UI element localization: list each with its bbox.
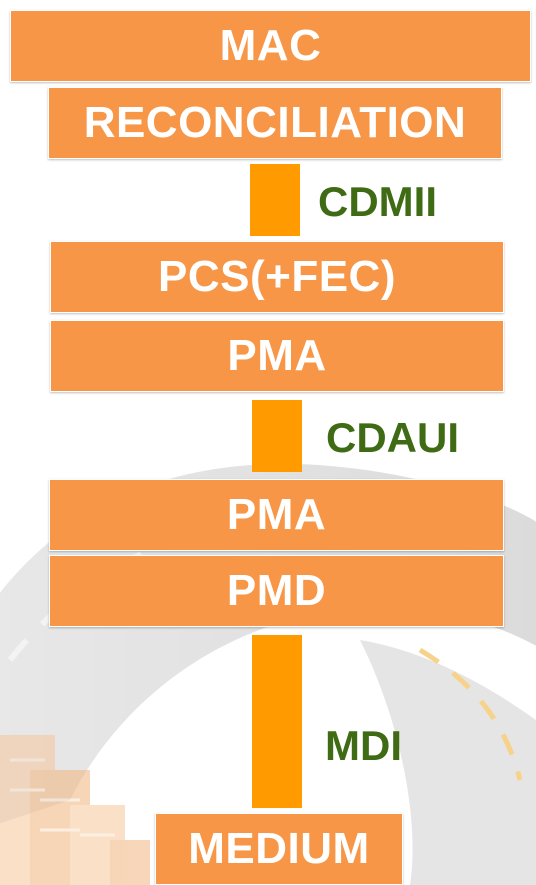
layer-pmd-label: PMD [226,566,327,615]
interface-mdi-label: MDI [325,722,402,769]
link-cdaui [252,400,302,472]
layer-pma-lower-label: PMA [226,490,327,539]
layer-medium-label: MEDIUM [188,824,370,873]
layer-pma-upper-label: PMA [227,331,327,380]
link-cdmii [250,164,300,236]
interface-cdaui-label: CDAUI [326,414,459,461]
layer-pcs: PCS(+FEC) [50,241,504,313]
layer-reconciliation-label: RECONCILIATION [83,98,467,147]
link-mdi [252,635,302,808]
interface-cdmii-label: CDMII [318,178,437,225]
layer-pma-lower: PMA [49,479,504,551]
layer-reconciliation: RECONCILIATION [48,87,502,159]
layer-pma-upper: PMA [50,320,504,392]
layer-medium: MEDIUM [155,813,403,885]
layer-pmd: PMD [49,555,504,627]
layer-mac: MAC [10,10,531,82]
layer-mac-label: MAC [219,21,322,70]
layer-pcs-label: PCS(+FEC) [158,252,396,301]
